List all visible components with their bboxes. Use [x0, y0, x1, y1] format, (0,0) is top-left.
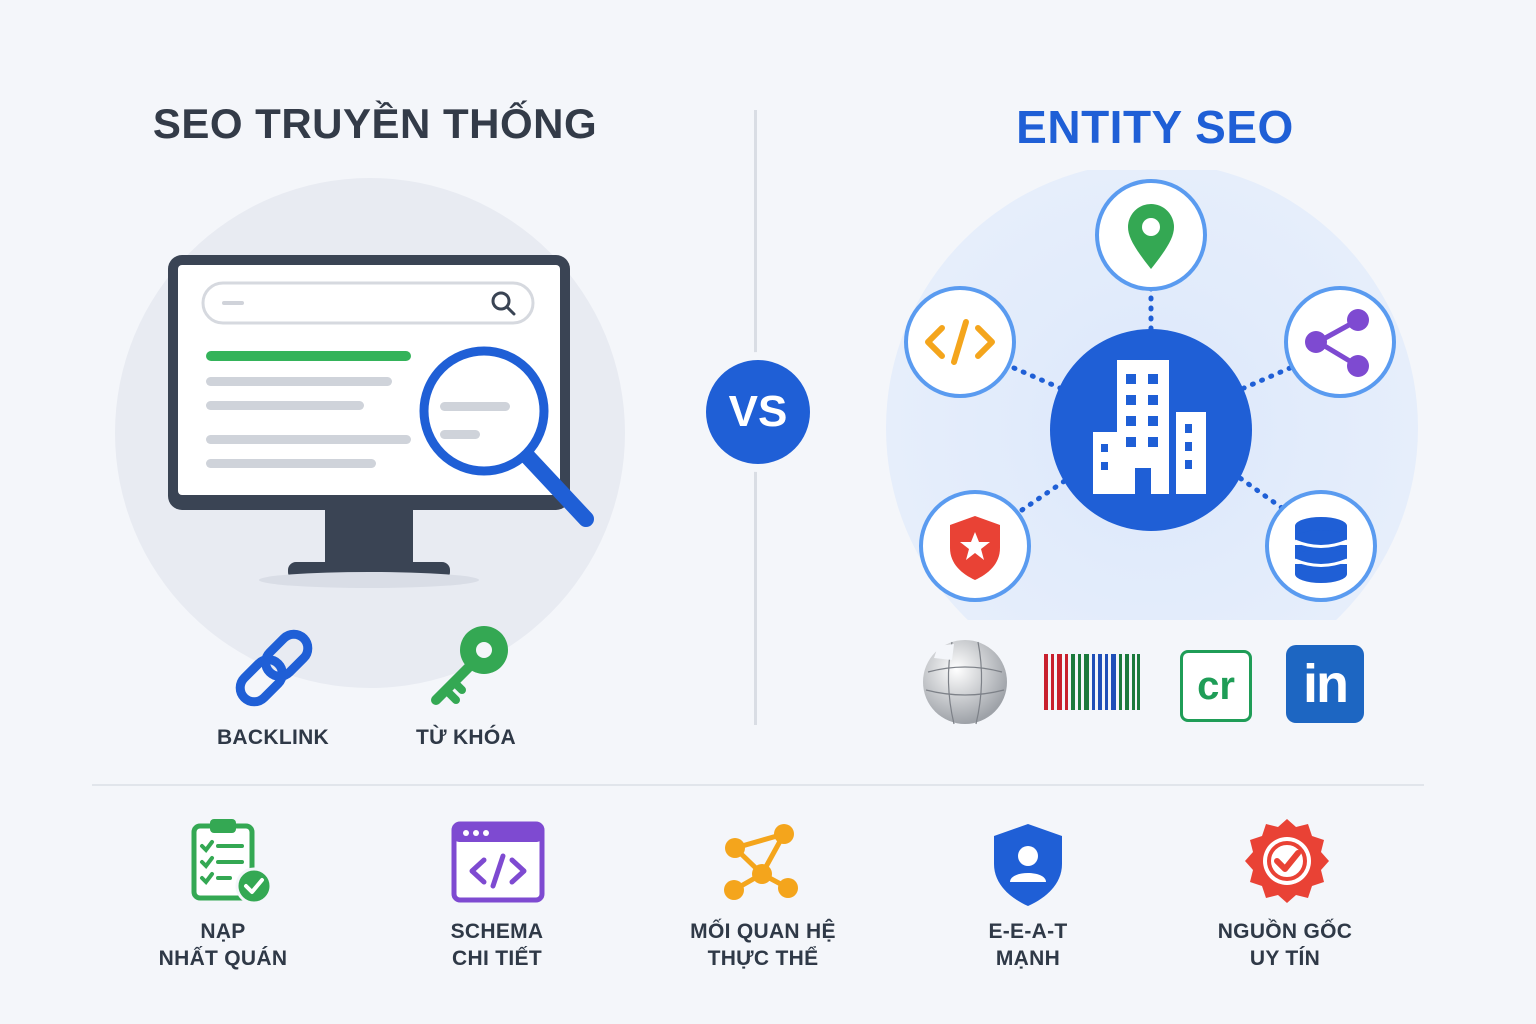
shield-star-icon [919, 490, 1031, 602]
crunchbase-logo: cr [1180, 650, 1252, 722]
keyword-label: TỪ KHÓA [415, 726, 516, 749]
barcode-icon [1044, 654, 1140, 710]
schema-label-line1: SCHEMA [450, 920, 544, 943]
entity-relation-label-line1: MỐI QUAN HỆ [690, 920, 836, 943]
linkedin-logo: in [1286, 645, 1364, 723]
consistent-label: NẠP NHẤT QUÁN [128, 918, 318, 972]
graph-nodes-icon [724, 824, 798, 900]
backlink-label: BACKLINK [216, 726, 330, 749]
code-icon [904, 286, 1016, 398]
linkedin-logo-text: in [1303, 654, 1349, 714]
eeat-label-line1: E-E-A-T [988, 920, 1068, 943]
eeat-label-line2: MẠNH [995, 947, 1061, 970]
schema-label: SCHEMA CHI TIẾT [402, 918, 592, 972]
location-pin-icon [1095, 179, 1207, 291]
building-icon [1050, 329, 1252, 531]
eeat-label: E-E-A-T MẠNH [933, 918, 1123, 972]
consistent-label-line1: NẠP [200, 920, 246, 943]
badge-check-icon [1245, 819, 1329, 903]
entity-relation-label-line2: THỰC THỂ [707, 947, 819, 970]
shield-user-icon [994, 824, 1062, 906]
wikipedia-globe-icon [923, 640, 1007, 725]
clipboard-check-icon [191, 819, 273, 905]
crunchbase-logo-text: cr [1197, 664, 1235, 708]
chain-link-icon [235, 629, 313, 707]
source-label: NGUỒN GỐC UY TÍN [1190, 918, 1380, 972]
code-window-icon [451, 821, 545, 903]
source-label-line1: NGUỒN GỐC [1217, 920, 1353, 943]
key-icon [431, 626, 508, 705]
schema-label-line2: CHI TIẾT [452, 947, 542, 970]
share-icon [1284, 286, 1396, 398]
entity-relation-label: MỐI QUAN HỆ THỰC THỂ [658, 918, 868, 972]
traditional-seo-illustration [115, 178, 625, 688]
magnifier-icon [419, 346, 594, 527]
vs-badge: VS [706, 360, 810, 464]
consistent-label-line2: NHẤT QUÁN [158, 947, 288, 970]
database-icon [1265, 490, 1377, 602]
right-title: ENTITY SEO [1016, 101, 1294, 153]
search-icon [491, 291, 516, 316]
left-title: SEO TRUYỀN THỐNG [152, 100, 598, 147]
source-label-line2: UY TÍN [1249, 947, 1321, 970]
horizontal-divider [92, 784, 1424, 786]
entity-graph [886, 170, 1418, 620]
